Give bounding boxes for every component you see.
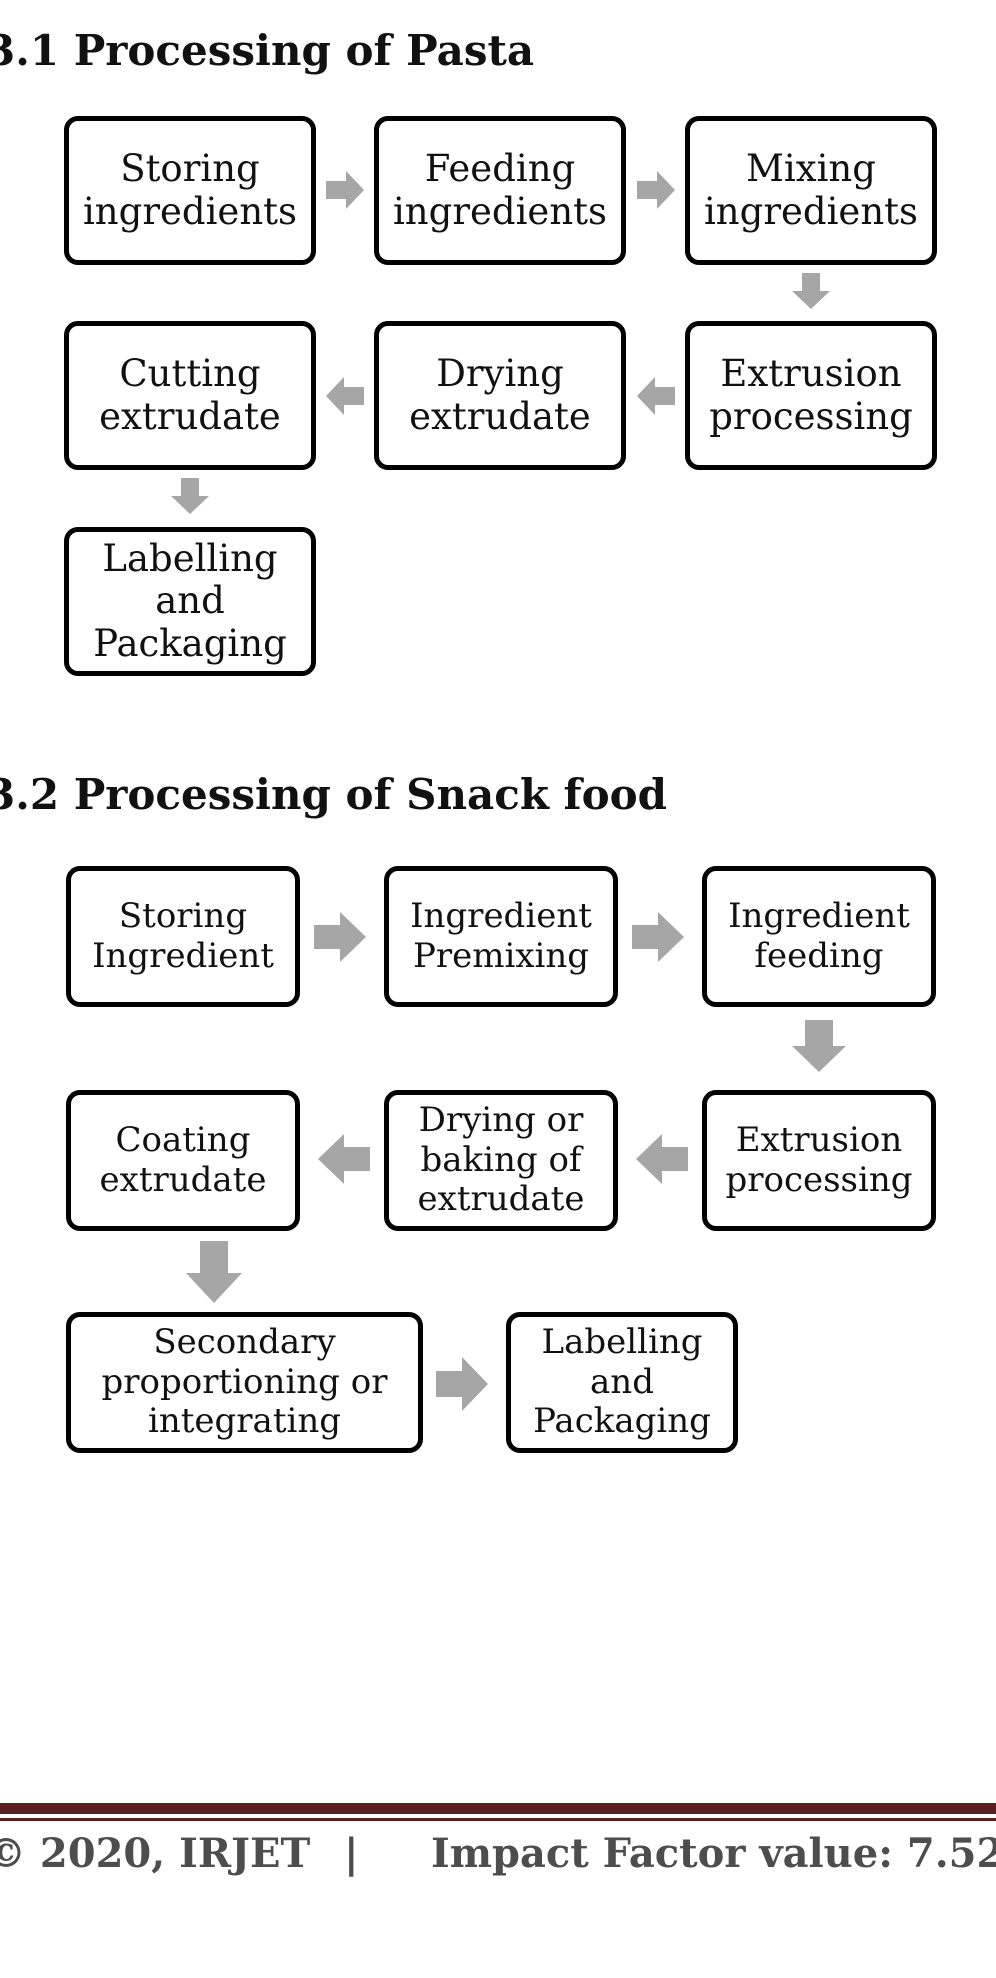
arrow-left-icon [637,377,675,415]
flow-step-drying-baking: Drying or baking of extrudate [384,1090,618,1231]
step-label: Mixing ingredients [703,146,919,233]
step-label: Drying extrudate [409,351,591,438]
flow-step-extrusion-processing-snack: Extrusion processing [702,1090,936,1231]
flow-step-storing-ingredient: Storing Ingredient [66,866,300,1007]
flow-step-extrusion-processing: Extrusion processing [685,321,937,470]
flow-step-cutting-extrudate: Cutting extrudate [64,321,316,470]
step-label: Secondary proportioning or integrating [101,1321,388,1442]
step-label: Feeding ingredients [392,146,608,233]
flow-step-mixing-ingredients: Mixing ingredients [685,116,937,265]
step-label: Storing ingredients [82,146,298,233]
arrow-right-icon [436,1357,488,1411]
flow-step-secondary-proportioning: Secondary proportioning or integrating [66,1312,423,1453]
section-heading-snack-food: 3.2 Processing of Snack food [0,770,668,819]
arrow-down-icon [171,478,209,514]
arrow-left-icon [326,377,364,415]
footer-impact-factor: Impact Factor value: 7.529 [431,1830,996,1877]
arrow-left-icon [318,1134,370,1184]
arrow-right-icon [632,912,684,962]
flow-step-ingredient-premixing: Ingredient Premixing [384,866,618,1007]
section-heading-pasta: 3.1 Processing of Pasta [0,26,535,75]
footer-rule-thin [0,1818,996,1821]
arrow-down-icon [792,273,830,309]
arrow-right-icon [637,171,675,209]
flow-step-ingredient-feeding: Ingredient feeding [702,866,936,1007]
arrow-right-icon [314,912,366,962]
footer-separator: | [344,1830,359,1877]
arrow-left-icon [636,1134,688,1184]
step-label: Storing Ingredient [92,895,274,976]
step-label: Coating extrudate [99,1119,267,1200]
step-label: Ingredient Premixing [410,895,592,976]
page-footer: © 2020, IRJET | Impact Factor value: 7.5… [0,1830,996,1880]
flow-step-feeding-ingredients: Feeding ingredients [374,116,626,265]
step-label: Extrusion processing [709,351,913,438]
step-label: Cutting extrudate [99,351,281,438]
flow-step-labelling-packaging: Labelling and Packaging [64,527,316,676]
step-label: Ingredient feeding [728,895,910,976]
flow-step-coating-extrudate: Coating extrudate [66,1090,300,1231]
arrow-right-icon [326,171,364,209]
footer-rule-thick [0,1803,996,1814]
step-label: Drying or baking of extrudate [417,1099,585,1220]
flow-step-drying-extrudate: Drying extrudate [374,321,626,470]
footer-copyright: © 2020, IRJET [0,1830,311,1877]
step-label: Extrusion processing [725,1119,913,1200]
step-label: Labelling and Packaging [533,1321,711,1442]
flow-step-labelling-packaging-snack: Labelling and Packaging [506,1312,738,1453]
arrow-down-icon [792,1020,846,1072]
arrow-down-icon [186,1241,242,1303]
step-label: Labelling and Packaging [93,536,287,665]
flow-step-storing-ingredients: Storing ingredients [64,116,316,265]
